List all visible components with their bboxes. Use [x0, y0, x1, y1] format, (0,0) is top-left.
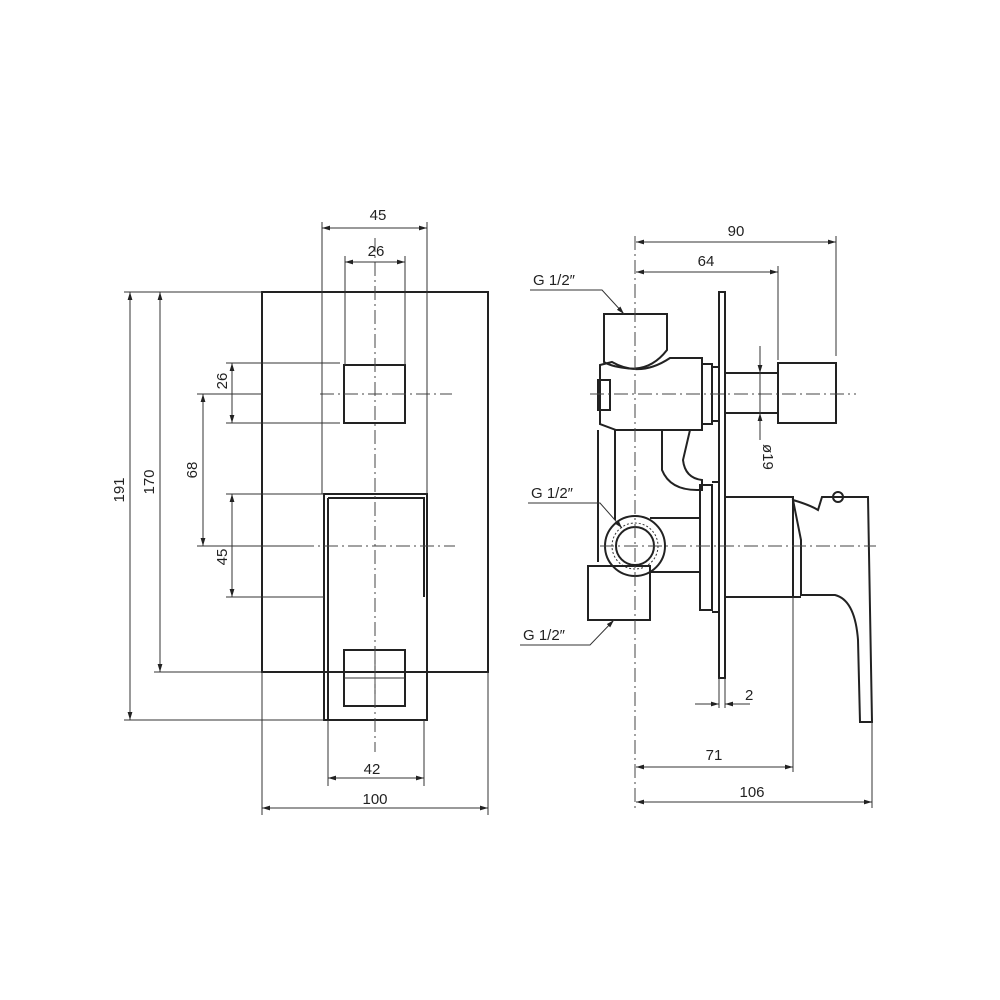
- dim-total-height: 191: [111, 477, 128, 502]
- dim-square-top: 26: [368, 243, 385, 260]
- dim-plate-width: 100: [362, 791, 387, 808]
- lever-handle: [323, 493, 428, 721]
- thread-label-top: G 1/2″: [533, 272, 576, 289]
- diverter-knob-side: [777, 362, 837, 424]
- dim-width-top: 45: [370, 207, 387, 224]
- dim-plate-thickness: 2: [745, 687, 753, 704]
- side-view: 90 64 ø19 2 71 106 G 1/2″ G 1/2″ G 1/2″: [520, 223, 876, 808]
- dim-depth-top: 90: [728, 223, 745, 240]
- thread-label-bottom: G 1/2″: [523, 627, 566, 644]
- cartridge-sleeve: [724, 496, 794, 598]
- connecting-pipe: [661, 429, 703, 491]
- dim-spacing: 68: [184, 462, 201, 479]
- dim-spindle-depth: 64: [698, 253, 715, 270]
- cartridge-flange: [699, 481, 720, 613]
- lever-side: [791, 496, 874, 723]
- dim-plate-height: 170: [141, 469, 158, 494]
- dim-lever-width: 42: [364, 761, 381, 778]
- dim-diameter: ø19: [759, 444, 776, 470]
- spindle: [724, 372, 779, 414]
- dim-square-side: 26: [214, 373, 231, 390]
- valve-body-upper: [599, 357, 703, 431]
- thread-label-middle: G 1/2″: [531, 485, 574, 502]
- dim-lever-depth: 71: [706, 747, 723, 764]
- lower-inlet: [587, 565, 651, 621]
- dim-lever-side: 45: [214, 549, 231, 566]
- front-view: 45 26 191 170 68 26 45 42 100: [111, 207, 489, 815]
- dim-total-depth: 106: [739, 784, 764, 801]
